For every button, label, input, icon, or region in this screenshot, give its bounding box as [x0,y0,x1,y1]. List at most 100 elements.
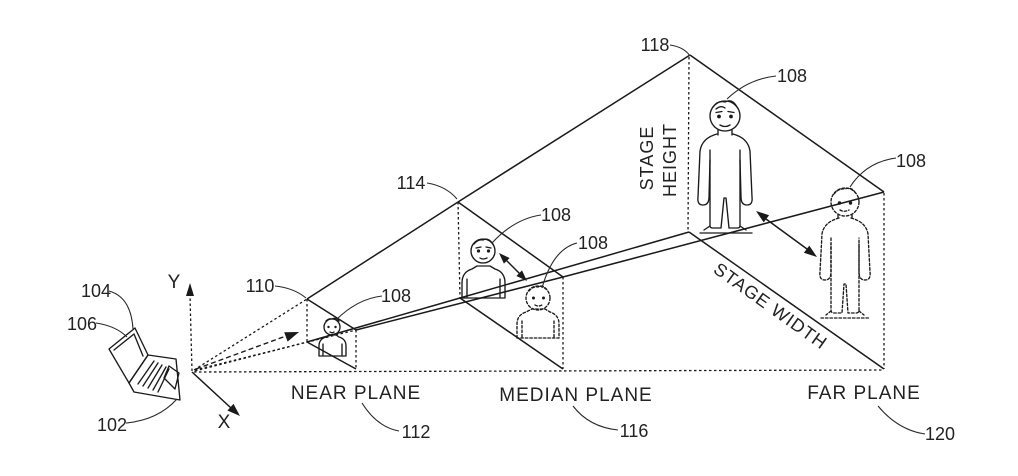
far-plane-label: FAR PLANE [807,383,921,404]
far-plane-bottom-edge-stage-width [688,231,885,370]
median-arrowhead-downright-icon [516,270,527,281]
laptop-lid-inner-border [113,333,144,357]
person-far-back [819,187,871,319]
person-far-front-left-arm [697,133,718,206]
person-near-torso [318,334,347,357]
person-median-front-head [470,238,496,264]
median-plane-left-edge [457,201,461,299]
frustum-edge-bottom-left-near [194,341,308,372]
median-plane-top-edge [457,201,564,278]
ref-102: 102 [97,415,127,435]
x-axis-arrowhead-icon [227,403,240,416]
ref-116: 116 [620,421,649,441]
frustum-edge-median-to-far-tr [562,191,885,278]
person-median-back [516,285,560,339]
ref-114: 114 [397,173,426,193]
frustum-edge-median-to-apex [457,54,691,203]
person-far-back-right-arm [850,217,871,281]
far-plane [687,54,885,370]
leader-108-near [335,295,383,321]
leader-114 [426,182,458,200]
gaze-arrow [195,332,299,370]
person-median-front [461,238,506,299]
person-far-front-neck [717,129,733,136]
stage-height-label-line1: STAGE [637,126,657,191]
ref-110: 110 [246,276,275,296]
person-median-back-mouth [534,304,543,307]
text-labels: Y X 104 106 102 110 108 112 114 108 108 … [67,35,955,444]
far-arrowhead-downright-icon [803,245,817,257]
leader-110 [274,285,307,299]
person-far-back-mouth [839,209,850,212]
median-plane [457,201,564,370]
far-double-arrow [756,211,817,257]
ref-104: 104 [81,281,111,301]
ref-108-far-front: 108 [777,66,807,86]
leader-108-median-back [541,242,578,289]
median-double-arrow [499,253,527,281]
median-plane-bottom-edge [459,297,564,370]
person-near-mouth [329,331,335,334]
near-plane-label: NEAR PLANE [291,383,421,404]
view-frustum [193,54,885,373]
person-far-front-torso-legs [709,149,741,229]
x-axis-line [191,371,232,409]
person-median-front-torso [461,265,506,299]
person-far-back-torso-legs [830,237,860,314]
far-plane-left-edge-stage-height [687,56,690,233]
leader-118 [669,44,691,57]
y-axis-arrowhead-icon [186,283,194,296]
frustum-edge-top-left-near [193,298,308,371]
person-median-back-torso [516,308,560,339]
far-arrowhead-upleft-icon [756,211,770,223]
leader-108-far-back [849,157,897,188]
person-far-front-right-arm [732,133,753,206]
leader-102 [125,398,178,424]
gaze-arrowhead-icon [284,332,299,342]
x-axis-label: X [218,412,231,433]
person-far-back-neck [837,214,853,220]
person-median-back-hair [528,285,549,292]
person-far-front-mouth [719,124,731,128]
person-far-front-head [709,100,741,132]
ref-106: 106 [67,314,97,334]
frustum-edge-near-to-median-tr [355,276,564,331]
laptop-keyboard-lines [137,360,170,393]
coordinate-axes [186,283,240,416]
person-far-front [697,100,753,234]
leader-116 [572,405,619,431]
stage-width-label: STAGE WIDTH [710,259,831,354]
ref-108-far-back: 108 [896,151,926,171]
ref-108-median-back: 108 [578,233,608,253]
stage-height-label-line2: HEIGHT [660,123,680,197]
median-double-arrow-shaft [505,259,521,275]
person-median-front-hair [473,238,494,245]
person-far-back-hair [833,187,857,195]
person-far-back-left-arm [819,217,840,281]
ref-108-median-front: 108 [541,205,571,225]
leader-120 [877,405,926,435]
person-far-back-head [830,187,860,217]
ref-120: 120 [925,424,955,444]
person-far-back-feet [825,310,865,316]
leader-108-median-front [491,214,542,244]
y-axis-label: Y [168,272,181,293]
far-plane-top-edge [689,54,885,193]
ref-108-near: 108 [381,286,411,306]
frustum-edge-near-to-median-tl [306,201,459,300]
frustum-edge-median-to-far-bl [459,231,690,299]
leader-106 [95,322,128,338]
median-plane-label: MEDIAN PLANE [499,385,652,406]
leader-112 [361,402,400,432]
ref-112: 112 [402,422,431,442]
ground-line [193,369,885,373]
far-double-arrow-shaft [765,218,808,250]
y-axis-line [189,295,193,372]
person-far-front-feet [703,225,747,231]
leader-108-far-front [726,75,777,100]
leader-lines [95,44,926,435]
near-plane-top-edge [306,298,357,331]
leader-104 [108,290,134,330]
